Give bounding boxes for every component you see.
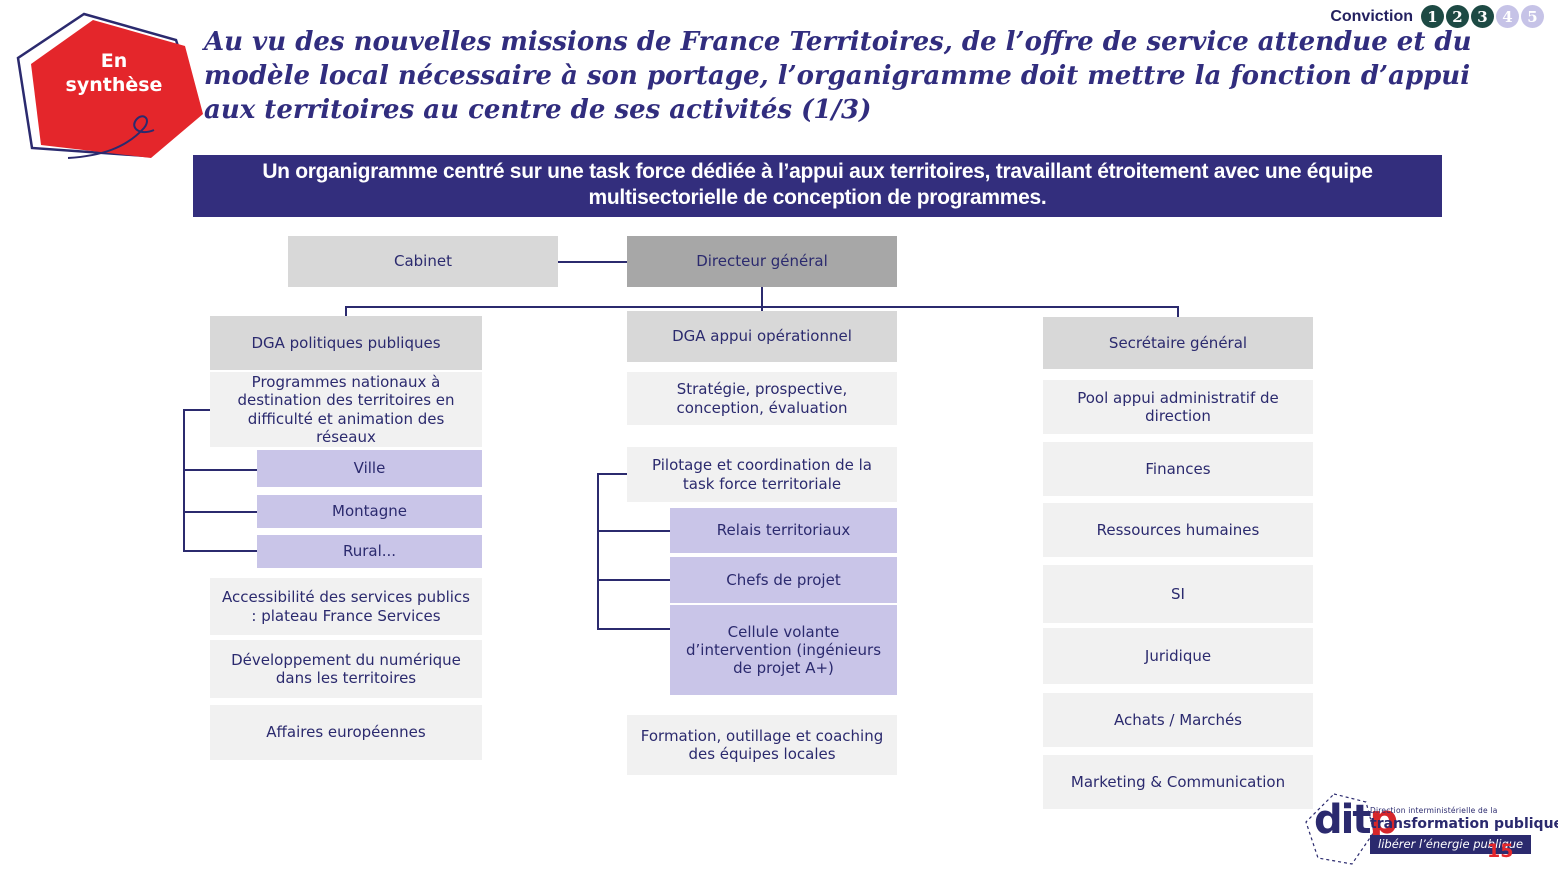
connector-line	[183, 409, 185, 551]
org-box-dga-appui-operationnel: DGA appui opérationnel	[627, 311, 897, 362]
connector-line	[761, 306, 763, 311]
conviction-indicator: Conviction 1 2 3 4 5	[1330, 5, 1544, 28]
connector-line	[183, 511, 257, 513]
conviction-dot-5: 5	[1521, 5, 1544, 28]
org-box-marketing-communication: Marketing & Communication	[1043, 755, 1313, 809]
org-box-pool-appui: Pool appui administratif de direction	[1043, 380, 1313, 434]
connector-line	[183, 550, 257, 552]
org-box-cabinet: Cabinet	[288, 236, 558, 287]
connector-line	[345, 306, 347, 316]
org-box-dga-politiques-publiques: DGA politiques publiques	[210, 316, 482, 370]
connector-line	[183, 409, 210, 411]
ditp-wordmark: ditp	[1314, 797, 1398, 843]
badge-line2: synthèse	[65, 73, 163, 96]
org-box-relais-territoriaux: Relais territoriaux	[670, 508, 897, 553]
org-box-secretaire-general: Secrétaire général	[1043, 317, 1313, 369]
connector-line	[597, 473, 627, 475]
org-box-pilotage-task-force: Pilotage et coordination de la task forc…	[627, 447, 897, 502]
ditp-logo: ditp Direction interministérielle de la …	[1304, 792, 1558, 872]
org-box-cellule-volante: Cellule volante d’intervention (ingénieu…	[670, 605, 897, 695]
org-box-developpement-numerique: Développement du numérique dans les terr…	[210, 640, 482, 698]
badge-label: En synthèse	[44, 50, 184, 98]
ditp-hexagon-icon	[1305, 793, 1375, 865]
connector-line	[597, 530, 670, 532]
connector-line	[597, 473, 599, 629]
ditp-tagline: libérer l’énergie publique	[1370, 835, 1532, 854]
banner: Un organigramme centré sur une task forc…	[193, 155, 1442, 218]
connector-line	[183, 469, 257, 471]
connector-line	[597, 628, 670, 630]
connector-line	[1177, 306, 1179, 317]
connector-line	[558, 261, 627, 263]
conviction-label: Conviction	[1330, 7, 1413, 25]
org-box-si: SI	[1043, 565, 1313, 623]
hexagon-badge-icon	[16, 12, 203, 159]
org-box-finances: Finances	[1043, 442, 1313, 496]
org-box-achats-marches: Achats / Marchés	[1043, 693, 1313, 747]
org-box-chefs-de-projet: Chefs de projet	[670, 557, 897, 603]
en-synthese-badge: En synthèse	[6, 6, 216, 166]
ditp-text-block: Direction interministérielle de la trans…	[1370, 806, 1558, 854]
connector-line	[597, 579, 670, 581]
org-box-rural: Rural...	[257, 535, 482, 568]
conviction-dot-3: 3	[1471, 5, 1494, 28]
slide-title: Au vu des nouvelles missions de France T…	[204, 27, 1472, 125]
ditp-transformation-label: transformation publique	[1370, 816, 1558, 832]
conviction-dot-4: 4	[1496, 5, 1519, 28]
ditp-wordmark-p: p	[1369, 797, 1398, 843]
org-box-directeur-general: Directeur général	[627, 236, 897, 287]
page-number: 15	[1487, 840, 1514, 862]
org-box-affaires-europeennes: Affaires européennes	[210, 705, 482, 760]
conviction-dot-1: 1	[1421, 5, 1444, 28]
conviction-dot-2: 2	[1446, 5, 1469, 28]
org-box-juridique: Juridique	[1043, 628, 1313, 684]
org-box-montagne: Montagne	[257, 495, 482, 528]
org-box-ressources-humaines: Ressources humaines	[1043, 503, 1313, 557]
ditp-direction-label: Direction interministérielle de la	[1370, 806, 1498, 815]
ditp-wordmark-dit: dit	[1314, 797, 1371, 843]
connector-line	[761, 287, 763, 306]
org-box-formation-outillage: Formation, outillage et coaching des équ…	[627, 715, 897, 775]
org-box-accessibilite-services: Accessibilité des services publics : pla…	[210, 578, 482, 635]
org-box-programmes-nationaux: Programmes nationaux à destination des t…	[210, 372, 482, 447]
org-box-ville: Ville	[257, 450, 482, 487]
badge-line1: En	[100, 50, 128, 72]
org-box-strategie: Stratégie, prospective, conception, éval…	[627, 372, 897, 425]
